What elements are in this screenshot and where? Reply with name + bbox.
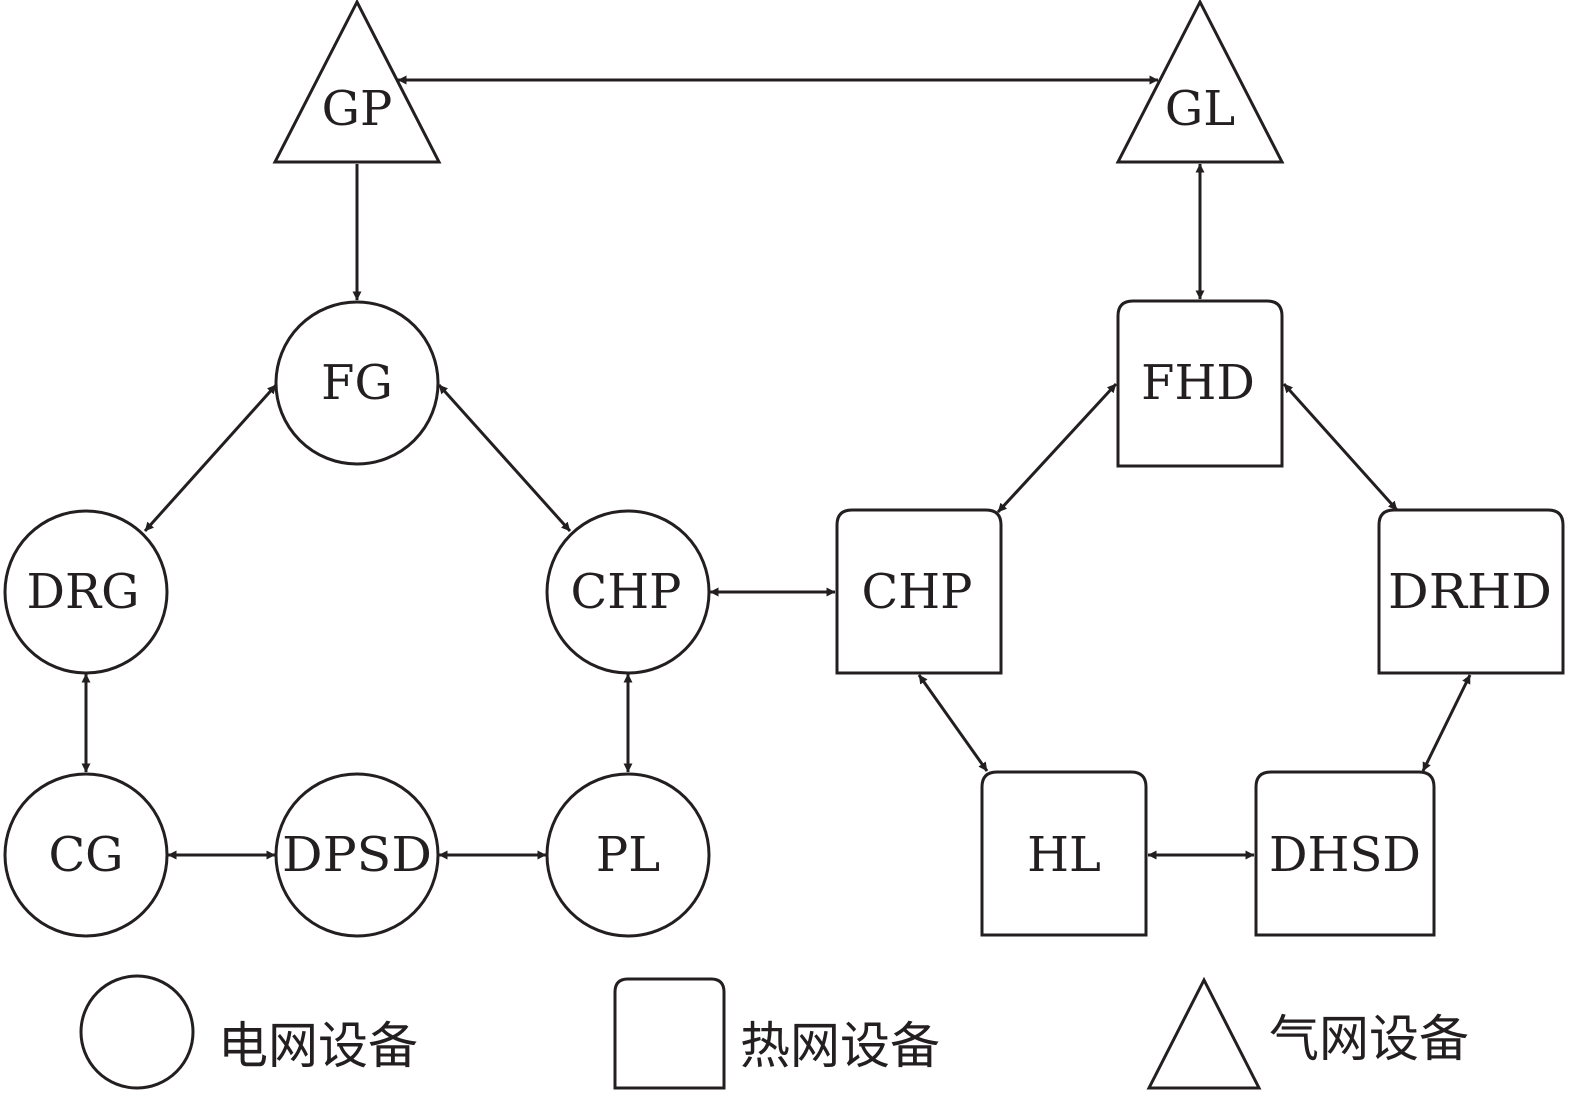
node-drg-label: DRG xyxy=(27,564,140,620)
gas-triangle-icon xyxy=(1115,0,1285,164)
node-chp-heat-label: CHP xyxy=(862,564,973,620)
heat-square-icon xyxy=(980,770,1148,937)
power-circle-icon xyxy=(79,974,195,1090)
node-chp-power: CHP xyxy=(545,509,711,675)
node-gp-label: GP xyxy=(322,81,393,137)
power-circle-icon xyxy=(3,509,169,675)
heat-square-icon xyxy=(1254,770,1436,937)
node-dpsd: DPSD xyxy=(274,772,440,938)
node-gl-label: GL xyxy=(1165,81,1235,137)
legend-item-power: 电网设备 xyxy=(79,974,418,1090)
power-circle-icon xyxy=(545,772,711,938)
edge-fg-chp-power xyxy=(437,383,572,533)
node-hl: HL xyxy=(980,770,1148,937)
edge-fg-drg xyxy=(143,383,278,533)
node-cg-label: CG xyxy=(48,827,123,883)
edges-layer xyxy=(81,75,1472,860)
node-gp: GP xyxy=(272,0,442,164)
node-chp-heat: CHP xyxy=(835,508,1003,675)
power-circle-icon xyxy=(274,772,440,938)
node-fg-label: FG xyxy=(321,355,393,411)
power-circle-icon xyxy=(274,300,440,466)
node-dhsd-label: DHSD xyxy=(1269,827,1421,883)
heat-square-icon xyxy=(1377,508,1565,675)
edge-fhd-drhd xyxy=(1282,382,1399,512)
node-fhd-label: FHD xyxy=(1141,355,1255,411)
node-dpsd-label: DPSD xyxy=(282,827,432,883)
edge-chp-heat-hl xyxy=(917,674,989,772)
node-chp-power-label: CHP xyxy=(571,564,682,620)
node-drhd-label: DRHD xyxy=(1388,564,1552,620)
node-hl-label: HL xyxy=(1027,827,1101,883)
node-fg: FG xyxy=(274,300,440,466)
gas-triangle-icon xyxy=(272,0,442,164)
legend-power-label: 电网设备 xyxy=(218,1017,418,1075)
node-drg: DRG xyxy=(3,509,169,675)
node-drhd: DRHD xyxy=(1377,508,1565,675)
heat-square-icon xyxy=(613,977,726,1090)
legend-heat-label: 热网设备 xyxy=(740,1017,940,1075)
node-cg: CG xyxy=(3,772,169,938)
node-dhsd: DHSD xyxy=(1254,770,1436,937)
power-circle-icon xyxy=(545,509,711,675)
heat-square-icon xyxy=(1116,299,1284,468)
node-fhd: FHD xyxy=(1116,299,1284,468)
node-gl: GL xyxy=(1115,0,1285,164)
edge-drhd-dhsd xyxy=(1421,674,1472,772)
edge-fhd-chp-heat xyxy=(996,382,1118,514)
gas-triangle-icon xyxy=(1146,976,1262,1090)
node-pl: PL xyxy=(545,772,711,938)
legend-gas-label: 气网设备 xyxy=(1269,1010,1469,1068)
heat-square-icon xyxy=(835,508,1003,675)
power-circle-icon xyxy=(3,772,169,938)
legend-item-heat: 热网设备 xyxy=(613,977,940,1090)
legend: 电网设备 热网设备 气网设备 xyxy=(79,974,1469,1090)
node-pl-label: PL xyxy=(596,827,660,883)
legend-item-gas: 气网设备 xyxy=(1146,976,1469,1090)
